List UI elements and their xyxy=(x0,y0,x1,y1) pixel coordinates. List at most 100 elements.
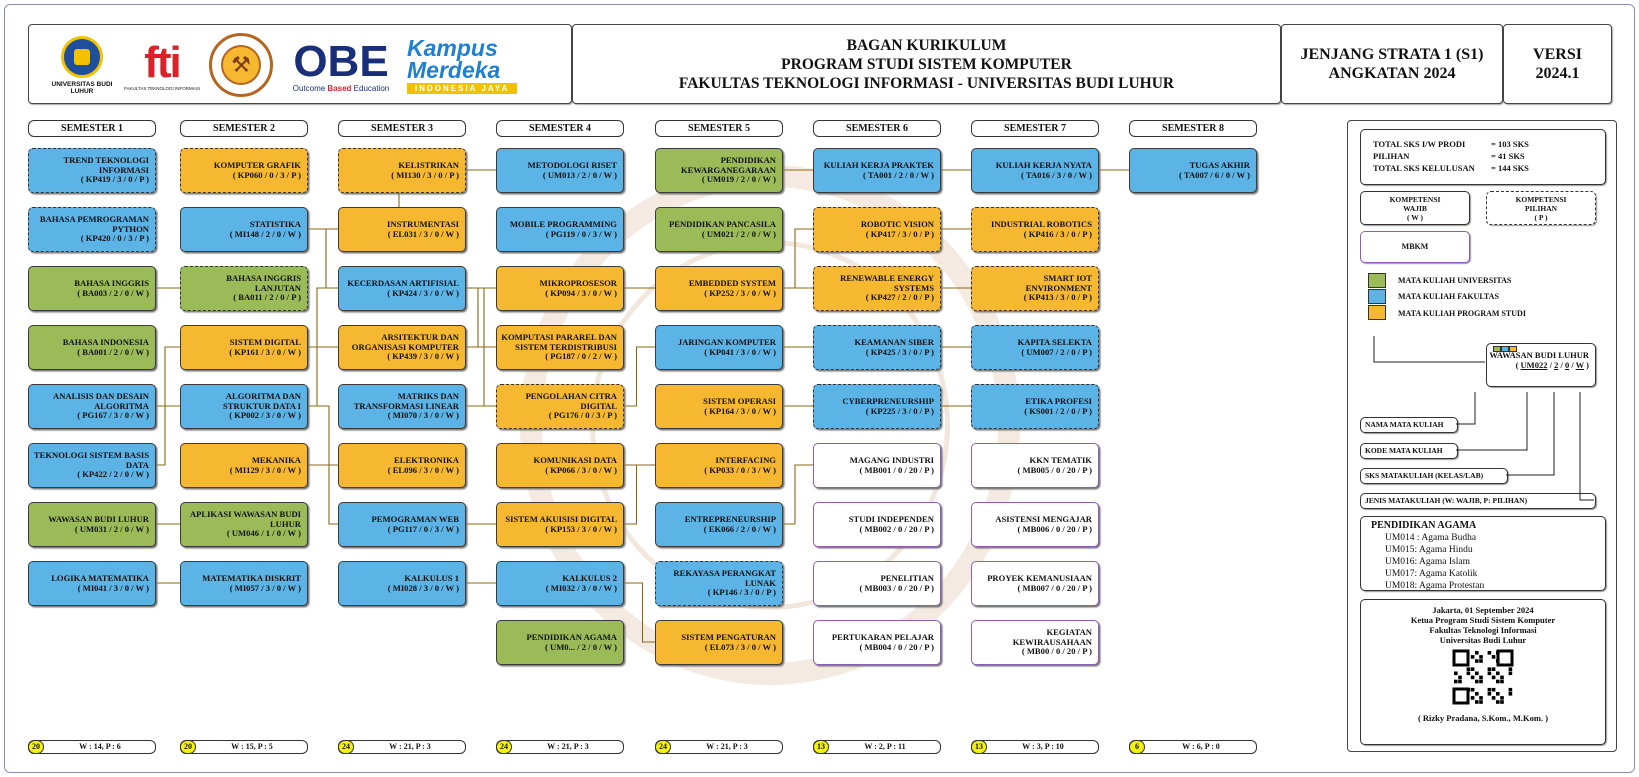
course-code: ( TA007 / 6 / 0 / W ) xyxy=(1179,169,1250,180)
pendidikan-agama-box: PENDIDIKAN AGAMA UM014 : Agama Budha UM0… xyxy=(1360,516,1606,591)
course-card: PENELITIAN( MB003 / 0 / 20 / P ) xyxy=(813,561,941,606)
course-name: PROYEK KEMANUSIAAN xyxy=(987,572,1092,583)
prerequisite-connector xyxy=(624,582,655,643)
course-name: EMBEDDED SYSTEM xyxy=(688,277,776,288)
semester-header: SEMESTER 7 xyxy=(971,120,1099,137)
course-code: ( UM021 / 2 / 0 / W ) xyxy=(701,228,776,239)
logo-bar: UNIVERSITAS BUDI LUHUR fti FAKULTAS TEKN… xyxy=(28,24,572,104)
course-card: STATISTIKA( MI148 / 2 / 0 / W ) xyxy=(180,207,308,252)
course-code: ( MI028 / 3 / 0 / W ) xyxy=(387,582,459,593)
semester-total-badge: 24 xyxy=(496,740,512,754)
course-code: ( EL031 / 3 / 0 / W ) xyxy=(387,228,459,239)
example-course-name: WAWASAN BUDI LUHUR xyxy=(1489,350,1589,360)
course-card: MATRIKS DAN TRANSFORMASI LINEAR( MI070 /… xyxy=(338,384,466,429)
course-name: MIKROPROSESOR xyxy=(539,277,617,288)
course-card: ENTREPRENEURSHIP( EK066 / 2 / 0 / W ) xyxy=(655,502,783,547)
course-name: ENTREPRENEURSHIP xyxy=(684,513,776,524)
semester-total-split: W : 21, P : 3 xyxy=(547,742,589,751)
course-name: KULIAH KERJA NYATA xyxy=(995,159,1092,170)
sistem-komputer-seal-icon: ⚒ xyxy=(209,33,273,97)
prerequisite-connector xyxy=(308,228,338,289)
example-course-code: ( UM022 / 2 / 0 / W ) xyxy=(1515,360,1589,370)
course-code: ( KP002 / 3 / 0 / W ) xyxy=(229,410,301,421)
course-code: ( KP161 / 3 / 0 / W ) xyxy=(229,346,301,357)
course-card: KAPITA SELEKTA( UM007 / 2 / 0 / P ) xyxy=(971,325,1099,370)
course-name: PENDIDIKAN KEWARGANEGARAAN xyxy=(680,155,776,175)
semester-header: SEMESTER 8 xyxy=(1129,120,1257,137)
course-name: PENDIDIKAN AGAMA xyxy=(526,631,617,642)
course-code: ( KP094 / 3 / 0 / W ) xyxy=(545,287,617,298)
course-name: PERTUKARAN PELAJAR xyxy=(831,631,934,642)
course-card: KOMUNIKASI DATA( KP066 / 3 / 0 / W ) xyxy=(496,443,624,488)
obe-logo-text: OBE xyxy=(293,36,389,86)
course-code: ( UM013 / 2 / 0 / W ) xyxy=(542,169,617,180)
course-card: BAHASA INGGRIS LANJUTAN( BA011 / 2 / 0 /… xyxy=(180,266,308,311)
course-name: STUDI INDEPENDEN xyxy=(848,513,934,524)
course-code: ( KP252 / 3 / 0 / W ) xyxy=(704,287,776,298)
course-name: BAHASA INGGRIS xyxy=(74,277,149,288)
course-code: ( MB001 / 0 / 20 / P ) xyxy=(859,464,934,475)
prerequisite-connector xyxy=(783,464,813,525)
versi-block: VERSI 2024.1 xyxy=(1503,24,1612,104)
course-card: SISTEM PENGATURAN( EL073 / 3 / 0 / W ) xyxy=(655,620,783,665)
semester-total-badge: 20 xyxy=(28,740,44,754)
course-card: INTERFACING( KP033 / 0 / 3 / W ) xyxy=(655,443,783,488)
course-code: ( MB00 / 0 / 20 / P ) xyxy=(1021,646,1092,657)
sistem-komputer-logo: ⚒ xyxy=(207,31,275,99)
course-card: APLIKASI WAWASAN BUDI LUHUR( UM046 / 1 /… xyxy=(180,502,308,547)
course-code: ( KP146 / 3 / 0 / P ) xyxy=(707,587,776,598)
course-card: KULIAH KERJA PRAKTEK( TA001 / 2 / 0 / W … xyxy=(813,148,941,193)
course-code: ( KP420 / 0 / 3 / P ) xyxy=(80,233,149,244)
course-code: ( KP066 / 3 / 0 / W ) xyxy=(545,464,617,475)
course-code: ( MI057 / 3 / 0 / W ) xyxy=(229,582,301,593)
course-card: WAWASAN BUDI LUHUR( UM031 / 2 / 0 / W ) xyxy=(28,502,156,547)
course-code: ( KP153 / 3 / 0 / W ) xyxy=(545,523,617,534)
course-code: ( MB003 / 0 / 20 / P ) xyxy=(859,582,934,593)
course-card: KECERDASAN ARTIFISIAL( KP424 / 3 / 0 / W… xyxy=(338,266,466,311)
semester-total-badge: 6 xyxy=(1129,740,1145,754)
semester-total-badge: 13 xyxy=(971,740,987,754)
course-card: BAHASA PEMROGRAMAN PYTHON( KP420 / 0 / 3… xyxy=(28,207,156,252)
course-name: KELISTRIKAN xyxy=(398,159,459,170)
course-name: INSTRUMENTASI xyxy=(387,218,459,229)
course-name: SMART IOT ENVIRONMENT xyxy=(1025,273,1092,293)
course-code: ( KP427 / 2 / 0 / P ) xyxy=(865,292,934,303)
course-code: ( MB005 / 0 / 20 / P ) xyxy=(1017,464,1092,475)
course-card: EMBEDDED SYSTEM( KP252 / 3 / 0 / W ) xyxy=(655,266,783,311)
angkatan-text: ANGKATAN 2024 xyxy=(1328,65,1456,82)
budi-luhur-logo: UNIVERSITAS BUDI LUHUR xyxy=(47,33,117,97)
course-name: KOMUNIKASI DATA xyxy=(533,454,617,465)
example-course-card: WAWASAN BUDI LUHUR ( UM022 / 2 / 0 / W ) xyxy=(1486,343,1596,387)
semester-total-badge: 24 xyxy=(655,740,671,754)
course-card: CYBERPRENEURSHIP( KP225 / 3 / 0 / P ) xyxy=(813,384,941,429)
fti-logo-subtitle: FAKULTAS TEKNOLOGI INFORMASI xyxy=(123,85,200,91)
sign-role: Ketua Program Studi Sistem Komputer xyxy=(1410,615,1556,625)
course-code: ( MI129 / 3 / 0 / W ) xyxy=(229,464,301,475)
signature-box: Jakarta, 01 September 2024 Ketua Program… xyxy=(1360,599,1606,745)
course-name: SISTEM DIGITAL xyxy=(229,336,301,347)
course-card: PROYEK KEMANUSIAAN( MB007 / 0 / 20 / P ) xyxy=(971,561,1099,606)
course-code: ( MI130 / 3 / 0 / P ) xyxy=(391,169,459,180)
course-card: PENDIDIKAN AGAMA( UM0... / 2 / 0 / W ) xyxy=(496,620,624,665)
budi-luhur-logo-text: UNIVERSITAS BUDI LUHUR xyxy=(51,80,113,95)
course-card: KEAMANAN SIBER( KP425 / 3 / 0 / P ) xyxy=(813,325,941,370)
course-code: ( KP164 / 3 / 0 / W ) xyxy=(704,405,776,416)
budi-luhur-emblem-icon xyxy=(61,35,103,78)
semester-header: SEMESTER 4 xyxy=(496,120,624,137)
course-name: PENDIDIKAN PANCASILA xyxy=(668,218,776,229)
course-card: TEKNOLOGI SISTEM BASIS DATA( KP422 / 2 /… xyxy=(28,443,156,488)
course-code: ( PG119 / 0 / 3 / W ) xyxy=(545,228,617,239)
sign-date: Jakarta, 01 September 2024 xyxy=(1432,605,1534,615)
course-card: LOGIKA MATEMATIKA( MI041 / 3 / 0 / W ) xyxy=(28,561,156,606)
course-card: INDUSTRIAL ROBOTICS( KP416 / 3 / 0 / P ) xyxy=(971,207,1099,252)
course-name: CYBERPRENEURSHIP xyxy=(842,395,934,406)
page-frame xyxy=(4,4,1635,773)
course-card: KALKULUS 2( MI032 / 3 / 0 / W ) xyxy=(496,561,624,606)
sks-row-kelulusan: TOTAL SKS KELULUSAN= 144 SKS xyxy=(1373,163,1529,173)
course-card: KOMPUTER GRAFIK( KP060 / 0 / 3 / P ) xyxy=(180,148,308,193)
agama-item: UM014 : Agama Budha xyxy=(1385,533,1477,543)
semester-total-badge: 20 xyxy=(180,740,196,754)
